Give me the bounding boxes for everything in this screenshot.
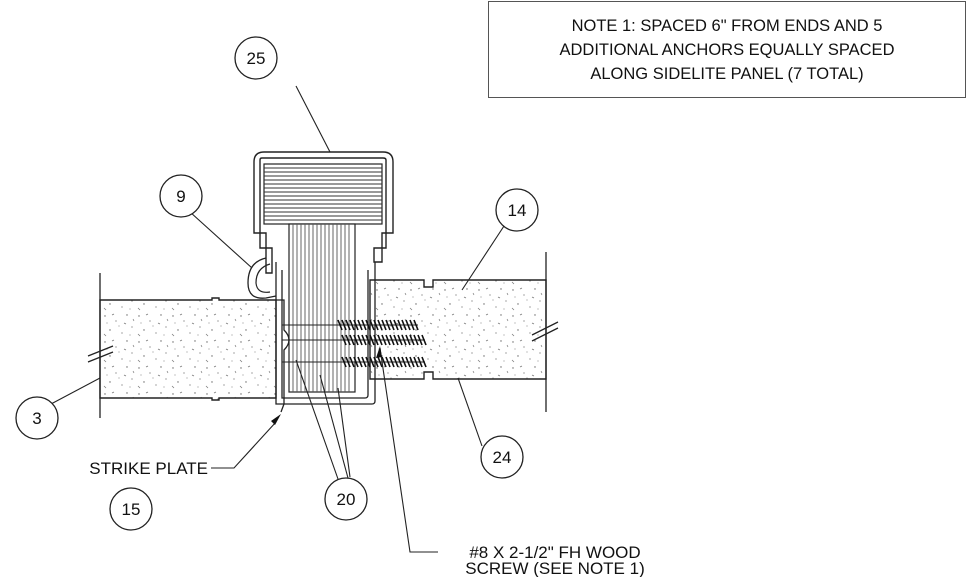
callout-15: 15 [109,487,153,531]
note-line-2: ADDITIONAL ANCHORS EQUALLY SPACED [559,40,895,59]
callout-25: 25 [234,36,278,80]
screw-arrowhead [376,346,382,358]
svg-text:9: 9 [176,187,185,206]
svg-text:20: 20 [337,490,356,509]
strike-plate-arrowhead [271,414,281,425]
screw-label-line-2: SCREW (SEE NOTE 1) [465,559,644,577]
left-door-panel [87,273,277,418]
callout-24: 24 [480,435,524,479]
note-1-box: NOTE 1: SPACED 6" FROM ENDS AND 5 ADDITI… [488,1,966,98]
weatherstrip [247,257,277,299]
callout-20: 20 [324,477,368,521]
mullion-cap-profile [253,151,394,405]
callout-9: 9 [159,174,203,218]
leader-lines [50,85,505,553]
callout-14: 14 [495,188,539,232]
screw-label-line-1: #8 X 2-1/2" FH WOOD [469,543,640,562]
svg-text:14: 14 [508,201,527,220]
right-sidelite-panel [369,252,559,412]
svg-text:15: 15 [122,500,141,519]
svg-text:24: 24 [493,448,512,467]
screw-threads [337,319,427,368]
svg-text:25: 25 [247,49,266,68]
callout-3: 3 [15,396,59,440]
strike-plate-label: STRIKE PLATE [89,459,208,478]
svg-text:3: 3 [32,409,41,428]
note-line-1: NOTE 1: SPACED 6" FROM ENDS AND 5 [571,16,883,35]
note-line-3: ALONG SIDELITE PANEL (7 TOTAL) [590,64,864,83]
